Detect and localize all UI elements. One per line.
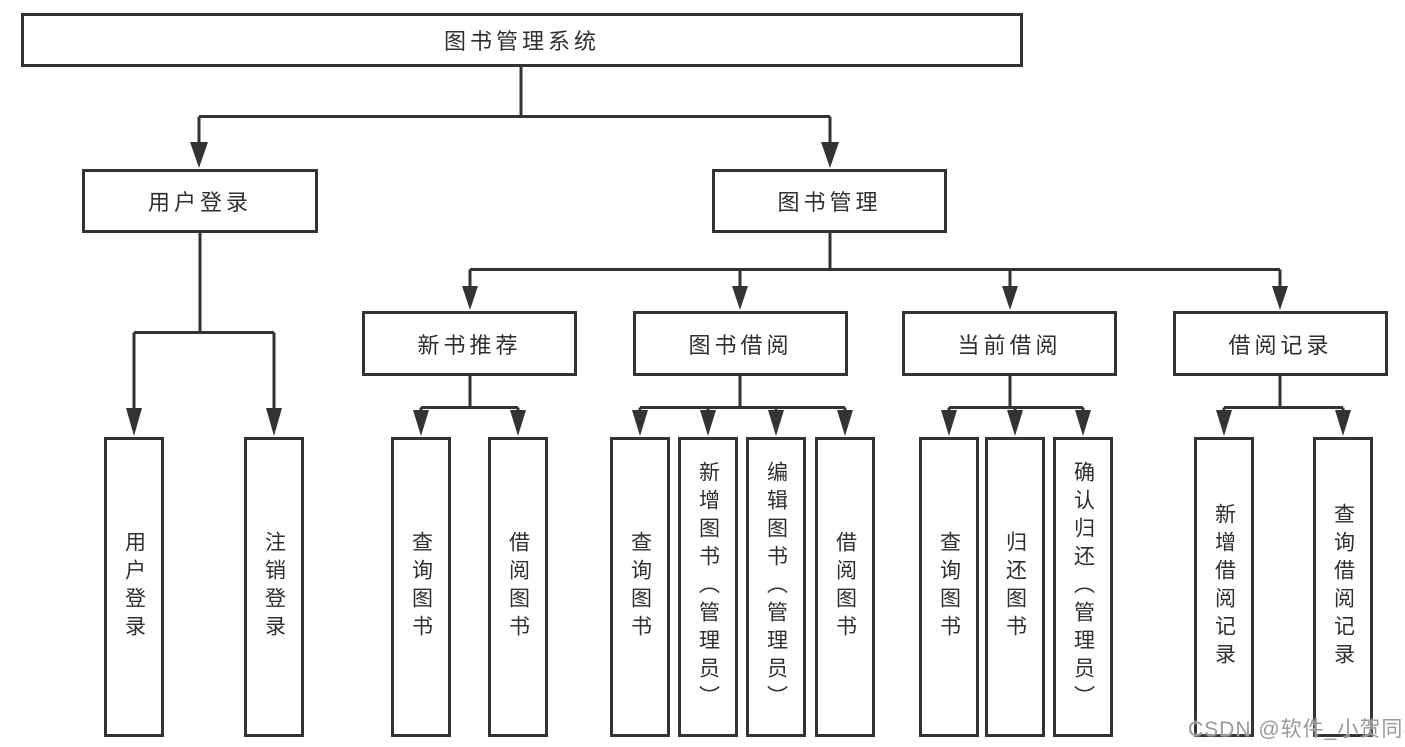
node-label: 新书推荐 [417,332,522,358]
leaf-edit-books-admin: 编辑图书（管理员） [746,437,806,737]
node-new-book-recommendation: 新书推荐 [362,311,577,376]
node-label: 查询图书 [937,531,961,643]
leaf-borrow-books: 借阅图书 [488,437,548,737]
node-label: 图书管理 [777,190,882,215]
leaf-query-books: 查询图书 [391,437,451,737]
node-label: 新增图书（管理员） [696,461,720,713]
leaf-query-borrow-record: 查询借阅记录 [1313,437,1373,737]
node-label: 用户登录 [147,190,252,215]
arrowhead [510,410,526,436]
node-label: 查询借阅记录 [1331,503,1355,671]
node-label: 编辑图书（管理员） [764,461,788,713]
node-label: 图书借阅 [688,332,793,358]
node-label: 借阅图书 [833,531,857,643]
arrowhead [1216,410,1232,436]
arrowhead [837,410,853,436]
leaf-borrow-books: 借阅图书 [815,437,875,737]
node-label: 查询图书 [409,531,433,643]
arrowhead [462,286,478,310]
leaf-query-books: 查询图书 [919,437,979,737]
leaf-query-books: 查询图书 [610,437,670,737]
node-root-library-system: 图书管理系统 [21,13,1023,67]
arrowhead [1075,410,1091,436]
node-book-borrowing: 图书借阅 [633,311,848,376]
arrowhead [700,410,716,436]
arrowhead [768,410,784,436]
leaf-add-books-admin: 新增图书（管理员） [678,437,738,737]
node-label: 图书管理系统 [443,29,600,54]
arrowhead [1335,410,1351,436]
node-label: 新增借阅记录 [1212,503,1236,671]
arrowhead [941,410,957,436]
node-label: 用户登录 [122,531,146,643]
node-label: 归还图书 [1003,531,1027,643]
arrowhead [1272,286,1288,310]
node-user-login: 用户登录 [82,169,318,233]
arrowhead [1007,410,1023,436]
arrowhead [190,142,208,168]
node-label: 借阅图书 [506,531,530,643]
arrowhead [821,142,839,168]
arrowhead [126,408,142,436]
leaf-user-login: 用户登录 [104,437,164,737]
leaf-confirm-return-admin: 确认归还（管理员） [1053,437,1113,737]
node-current-borrowing: 当前借阅 [902,311,1117,376]
arrowhead [732,286,748,310]
node-label: 查询图书 [628,531,652,643]
node-label: 确认归还（管理员） [1071,461,1095,713]
arrowhead [413,410,429,436]
watermark-text: CSDN @软件_小贺同学 [1188,718,1405,741]
leaf-logout: 注销登录 [244,437,304,737]
node-borrowing-records: 借阅记录 [1173,311,1388,376]
leaf-return-books: 归还图书 [985,437,1045,737]
arrowhead [632,410,648,436]
node-book-management: 图书管理 [712,169,947,233]
arrowhead [1002,286,1018,310]
node-label: 当前借阅 [957,332,1062,358]
leaf-add-borrow-record: 新增借阅记录 [1194,437,1254,737]
node-label: 注销登录 [262,531,286,643]
node-label: 借阅记录 [1228,332,1333,358]
arrowhead [266,408,282,436]
